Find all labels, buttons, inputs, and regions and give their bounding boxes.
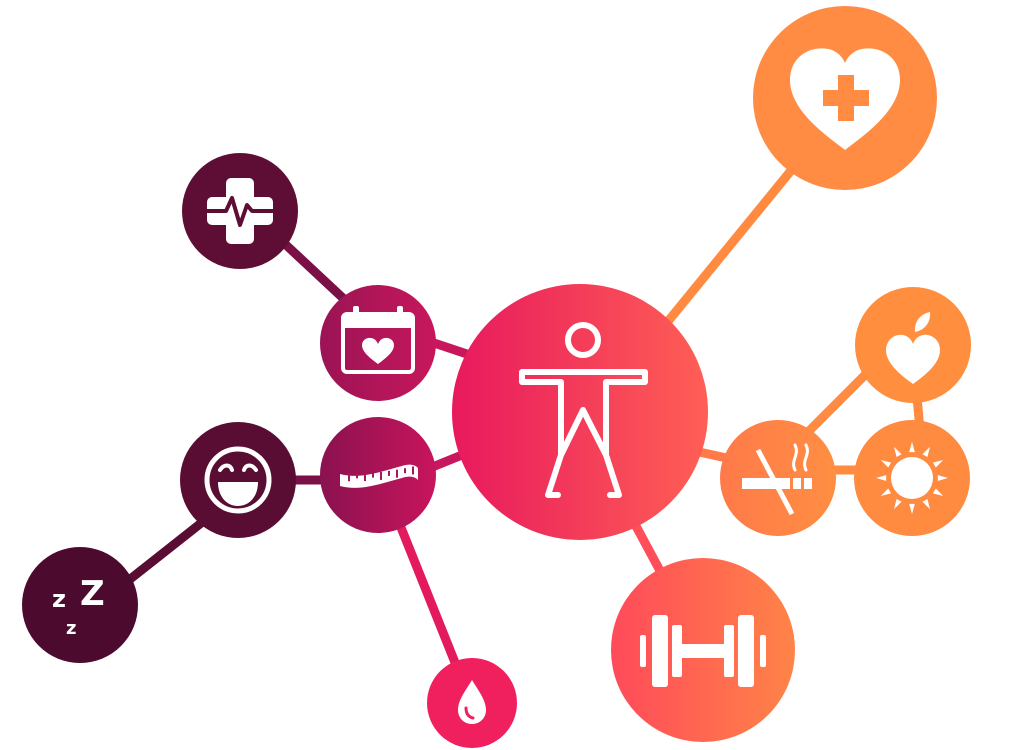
tape-tick [380,471,382,480]
exercise-node[interactable] [611,558,795,742]
medical-cross-pulse-icon [205,178,276,244]
sun-ray [909,442,915,453]
tape-tick [388,470,390,476]
sleep-z-large: Z [80,574,105,614]
sun-ray [894,498,902,510]
sun-ray [894,446,902,458]
sun-ray [932,488,944,496]
sun-ray [909,503,915,514]
checkup-node[interactable] [320,285,436,401]
sun-ray [880,460,892,468]
sun-ray [876,475,887,481]
tape-tick [412,466,414,475]
laughing-face-icon [204,446,272,514]
mood-node-circle [180,422,296,538]
no-smoking-node[interactable] [720,420,836,536]
heart-plus-icon [790,48,900,150]
tape-tick [404,468,406,474]
nutrition-node[interactable] [855,287,971,403]
heart-health-node[interactable] [753,6,937,190]
water-drop-icon [458,680,486,724]
checkup-node-circle [320,285,436,401]
measuring-tape-icon [340,464,418,488]
tape-tick [348,473,350,482]
tape-tick [372,472,374,478]
sun-icon [876,442,948,514]
sleep-node[interactable]: Z z z [22,547,138,663]
sun-ray [937,475,948,481]
hydration-node[interactable] [427,658,517,748]
sun-ray [922,498,930,510]
tape-tick [356,473,358,479]
sun-ray [880,488,892,496]
human-body-icon [519,322,648,498]
sunlight-node[interactable] [854,420,970,536]
apple-heart-icon [886,312,940,384]
vital-signs-node[interactable] [182,153,298,269]
connector-tape-drop [393,518,467,682]
sun-ray [932,460,944,468]
calendar-heart-icon [341,306,415,374]
no-smoking-icon [742,443,812,516]
tape-tick [396,469,398,478]
dumbbell-icon [640,615,766,687]
sleep-node-circle [22,547,138,663]
weight-node[interactable] [320,417,436,533]
sun-ray [922,446,930,458]
sleep-z-small: z [66,618,76,639]
mood-node[interactable] [180,422,296,538]
sleep-zzz-icon: Z z z [52,574,105,639]
tape-tick [364,473,366,482]
center-node[interactable] [452,284,708,540]
sleep-z-medium: z [52,585,66,613]
